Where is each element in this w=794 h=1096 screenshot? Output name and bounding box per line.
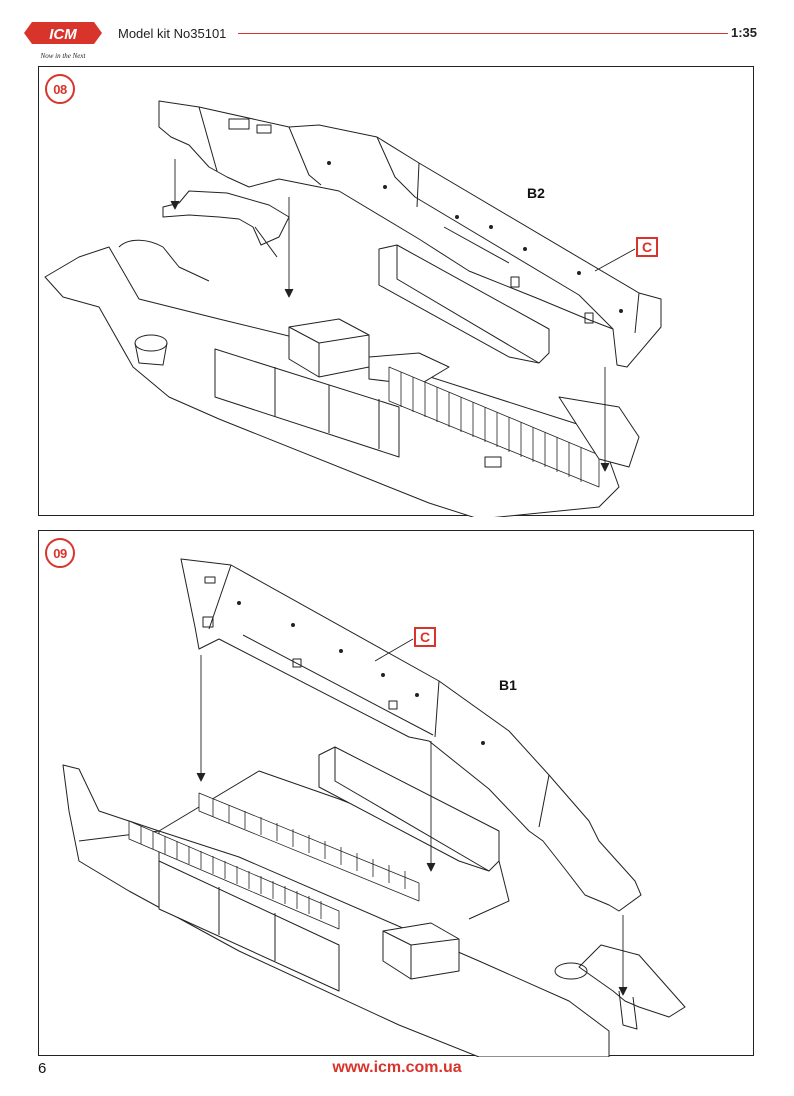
page-number: 6 — [38, 1060, 47, 1077]
scale-label: 1:35 — [731, 25, 758, 40]
side-panel-b2 — [158, 100, 662, 368]
part-label-b1: B1 — [499, 677, 517, 693]
svg-text:ICM: ICM — [49, 26, 77, 43]
website-link[interactable]: www.icm.com.ua — [332, 1059, 462, 1076]
page-header: ICM Now in the Next Model kit No35101 1:… — [0, 0, 794, 64]
step-number-badge: 09 — [45, 538, 75, 568]
side-panel-b1 — [180, 558, 642, 912]
icm-logo: ICM Now in the Next — [22, 18, 104, 64]
kit-title: Model kit No35101 — [118, 26, 227, 41]
step-08-assembly-drawing — [44, 100, 662, 517]
step-09-panel: 09 — [38, 530, 754, 1057]
hull-floor — [62, 746, 686, 1057]
step-09-assembly-drawing — [62, 558, 686, 1057]
paint-callout: C — [414, 627, 436, 647]
assembly-arrows — [170, 159, 636, 472]
header-divider — [238, 33, 728, 34]
paint-callout: C — [636, 237, 658, 257]
svg-text:Now in the Next: Now in the Next — [40, 52, 87, 60]
step-08-panel: 08 — [38, 66, 754, 517]
hull-floor — [44, 239, 640, 517]
assembly-arrows — [196, 638, 628, 996]
part-label-b2: B2 — [527, 185, 545, 201]
step-number-badge: 08 — [45, 74, 75, 104]
